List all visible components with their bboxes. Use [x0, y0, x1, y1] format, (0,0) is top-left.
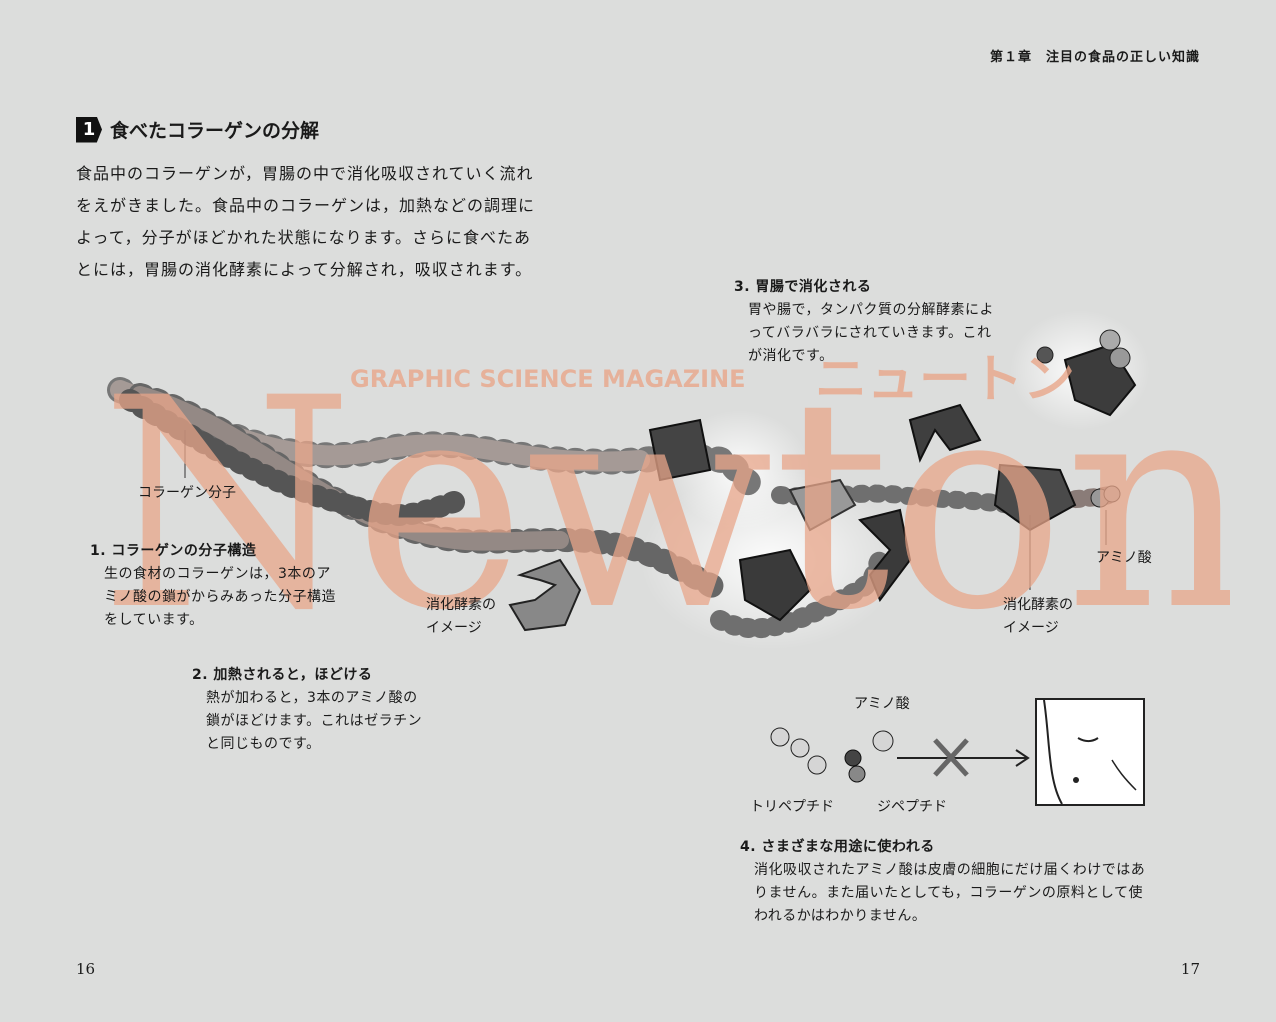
- step-4-heading: 4. さまざまな用途に使われる: [740, 839, 935, 855]
- label-enzyme-image-1: 消化酵素の イメージ: [426, 597, 496, 636]
- arrow-head-icon: [1015, 749, 1030, 767]
- enzyme-icon-c: [508, 558, 582, 632]
- step-4-body: 消化吸収されたアミノ酸は皮膚の細胞にだけ届くわけではありません。また届いたとして…: [754, 862, 1146, 924]
- label-collagen-molecule: コラーゲン分子: [138, 485, 236, 501]
- enzyme-shape: [648, 343, 1137, 622]
- step-1-heading: 1. コラーゲンの分子構造: [90, 543, 257, 559]
- label-amino-acid-1: アミノ酸: [1096, 550, 1152, 566]
- amino-acid-icon: [872, 730, 894, 752]
- face-illustration: [1035, 698, 1145, 806]
- label-tripeptide: トリペプチド: [750, 799, 834, 815]
- step-1-body: 生の食材のコラーゲンは，3本のアミノ酸の鎖がからみあった分子構造をしています。: [104, 566, 336, 628]
- cross-mark-icon: [933, 738, 969, 777]
- label-dipeptide: ジペプチド: [877, 799, 947, 815]
- step-1-caption: 1. コラーゲンの分子構造 生の食材のコラーゲンは，3本のアミノ酸の鎖がからみあ…: [90, 540, 340, 632]
- step-3-caption: 3. 胃腸で消化される 胃や腸で，タンパク質の分解酵素によってバラバラにされてい…: [734, 276, 994, 368]
- intro-paragraph: 食品中のコラーゲンが，胃腸の中で消化吸収されていく流れをえがきました。食品中のコ…: [76, 164, 536, 279]
- step-2-heading: 2. 加熱されると，ほどける: [192, 667, 373, 683]
- step-3-heading: 3. 胃腸で消化される: [734, 279, 872, 295]
- step-3-body: 胃や腸で，タンパク質の分解酵素によってバラバラにされていきます。これが消化です。: [748, 302, 994, 364]
- section-title: 食べたコラーゲンの分解: [110, 120, 320, 142]
- label-enzyme-image-2: 消化酵素の イメージ: [1003, 597, 1073, 636]
- amino-acid-cluster: [1036, 329, 1131, 508]
- section-number-badge: 1: [76, 116, 102, 143]
- page-number-left: 16: [76, 960, 96, 978]
- tripeptide-icon: [770, 727, 827, 775]
- step-2-body: 熱が加わると，3本のアミノ酸の鎖がほどけます。これはゼラチンと同じものです。: [206, 690, 423, 752]
- step-2-caption: 2. 加熱されると，ほどける 熱が加わると，3本のアミノ酸の鎖がほどけます。これ…: [192, 664, 432, 756]
- chapter-header: 第１章 注目の食品の正しい知識: [989, 50, 1200, 65]
- step-4-caption: 4. さまざまな用途に使われる 消化吸収されたアミノ酸は皮膚の細胞にだけ届くわけ…: [740, 836, 1150, 928]
- label-amino-acid-2: アミノ酸: [854, 696, 910, 712]
- section-heading: 1 食べたコラーゲンの分解: [76, 116, 319, 143]
- dipeptide-icon: [844, 749, 866, 783]
- page-number-right: 17: [1180, 960, 1200, 978]
